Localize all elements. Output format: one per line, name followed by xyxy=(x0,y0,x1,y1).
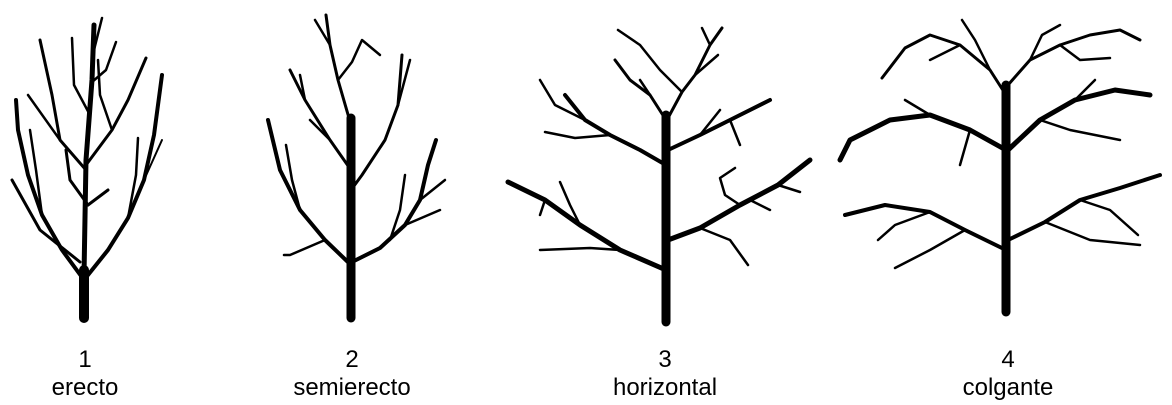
tree-habit-label: colgante xyxy=(908,374,1108,402)
tree-number: 2 xyxy=(252,346,452,374)
tree-habit-label: semierecto xyxy=(252,374,452,402)
caption-tree-2: 2 semierecto xyxy=(252,346,452,402)
caption-tree-3: 3 horizontal xyxy=(565,346,765,402)
tree-habit-label: horizontal xyxy=(565,374,765,402)
tree-illustrations xyxy=(0,0,1172,340)
tree-habit-label: erecto xyxy=(0,374,185,402)
caption-tree-1: 1 erecto xyxy=(0,346,185,402)
horizontal-tree-icon xyxy=(508,28,810,322)
tree-number: 3 xyxy=(565,346,765,374)
tree-number: 4 xyxy=(908,346,1108,374)
weeping-tree-icon xyxy=(840,20,1160,312)
tree-number: 1 xyxy=(0,346,185,374)
erect-tree-icon xyxy=(12,18,162,318)
caption-tree-4: 4 colgante xyxy=(908,346,1108,402)
semi-erect-tree-icon xyxy=(268,15,445,318)
